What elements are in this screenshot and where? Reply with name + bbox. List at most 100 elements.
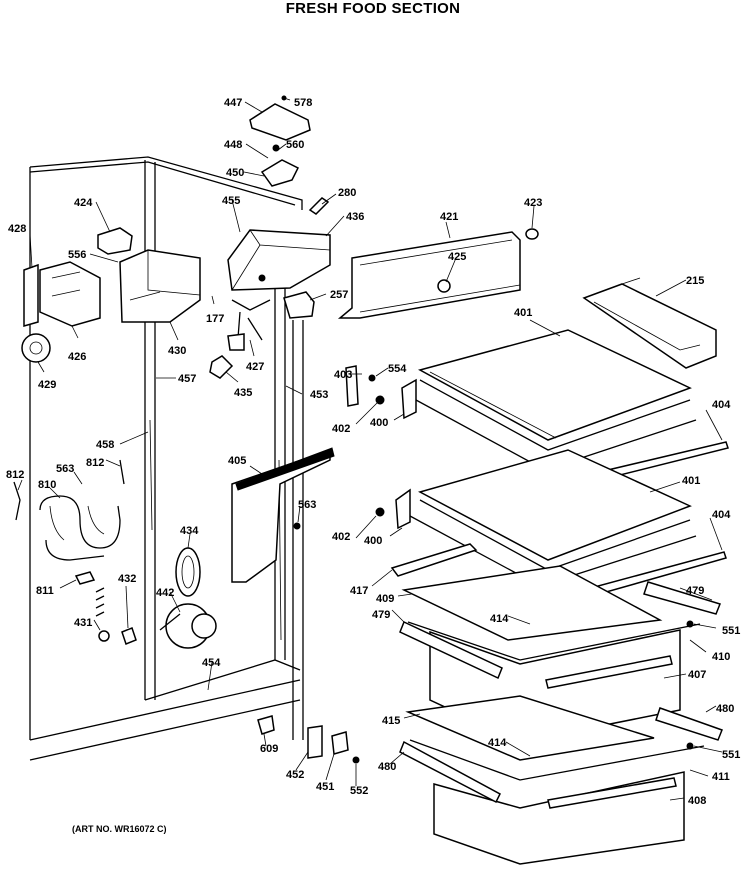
bracket-452 xyxy=(307,725,323,759)
callout-400-lower: 400 xyxy=(364,535,382,547)
bracket-428 xyxy=(23,263,39,327)
callout-560: 560 xyxy=(286,139,304,151)
callout-578: 578 xyxy=(294,97,312,109)
cabinet-liner xyxy=(29,156,304,761)
callout-423: 423 xyxy=(524,197,542,209)
fan-housing-434 xyxy=(175,547,201,597)
art-number: (ART NO. WR16072 C) xyxy=(72,824,167,834)
callout-431: 431 xyxy=(74,617,92,629)
callout-435: 435 xyxy=(234,387,252,399)
callout-215: 215 xyxy=(686,275,704,287)
callout-434: 434 xyxy=(180,525,199,537)
callout-257: 257 xyxy=(330,289,348,301)
spring-431 xyxy=(95,587,110,642)
callout-554: 554 xyxy=(388,363,407,375)
callout-408: 408 xyxy=(688,795,706,807)
callout-457: 457 xyxy=(178,373,196,385)
callout-415: 415 xyxy=(382,715,400,727)
callout-425: 425 xyxy=(448,251,466,263)
callout-401-upper: 401 xyxy=(514,307,532,319)
diagram-title: FRESH FOOD SECTION xyxy=(285,0,461,17)
part-403 xyxy=(345,365,359,407)
screw-552 xyxy=(352,756,360,764)
wire-812-left xyxy=(13,481,21,521)
callout-404-lower: 404 xyxy=(712,509,731,521)
control-housing-436 xyxy=(227,229,331,291)
knob-423 xyxy=(525,228,539,240)
callout-411: 411 xyxy=(712,771,730,783)
slide-479-left xyxy=(399,620,503,680)
spring-432 xyxy=(121,627,137,645)
slide-480-right xyxy=(655,707,723,741)
crisper-cover-409 xyxy=(401,565,663,641)
callout-448: 448 xyxy=(224,139,242,151)
callout-479-right: 479 xyxy=(686,585,704,597)
wiring-427 xyxy=(227,299,271,351)
callout-812-left: 812 xyxy=(6,469,24,481)
callout-401-lower: 401 xyxy=(682,475,700,487)
switch-426 xyxy=(39,261,101,327)
callout-424: 424 xyxy=(74,197,93,209)
callout-551-upper: 551 xyxy=(722,625,740,637)
callout-432: 432 xyxy=(118,573,136,585)
wire-812-right xyxy=(119,459,125,485)
crisper-pan-408 xyxy=(409,739,705,865)
callout-453: 453 xyxy=(310,389,328,401)
part-609 xyxy=(257,715,275,735)
screw-551-upper xyxy=(686,620,694,628)
crisper-cover-415 xyxy=(405,695,655,761)
callout-812-right: 812 xyxy=(86,457,104,469)
screw-402-lower xyxy=(375,507,385,517)
callout-811: 811 xyxy=(36,585,54,597)
callout-450: 450 xyxy=(226,167,244,179)
callout-407: 407 xyxy=(688,669,706,681)
callout-552: 552 xyxy=(350,785,368,797)
callout-447: 447 xyxy=(224,97,242,109)
callout-426: 426 xyxy=(68,351,86,363)
switch-257 xyxy=(283,291,315,319)
callout-409: 409 xyxy=(376,593,394,605)
callout-404-upper: 404 xyxy=(712,399,731,411)
clip-811 xyxy=(74,571,96,585)
callout-280: 280 xyxy=(338,187,356,199)
callout-403: 403 xyxy=(334,369,352,381)
callout-451: 451 xyxy=(316,781,334,793)
screw-551-lower xyxy=(686,742,694,750)
callout-455: 455 xyxy=(222,195,240,207)
callout-429: 429 xyxy=(38,379,56,391)
door-bin-215 xyxy=(582,277,717,369)
leader-lines xyxy=(17,97,723,801)
callout-458: 458 xyxy=(96,439,114,451)
knob-448 xyxy=(260,144,300,187)
part-280 xyxy=(308,197,330,215)
rail-417 xyxy=(390,543,478,577)
callout-177: 177 xyxy=(206,313,224,325)
motor-442 xyxy=(159,603,217,649)
callout-428: 428 xyxy=(8,223,26,235)
callout-414-upper: 414 xyxy=(490,613,509,625)
callout-414-lower: 414 xyxy=(488,737,507,749)
callout-405: 405 xyxy=(228,455,246,467)
thermostat-429 xyxy=(21,333,51,363)
callout-563-left: 563 xyxy=(56,463,74,475)
callout-556: 556 xyxy=(68,249,86,261)
heater-810 xyxy=(39,495,121,561)
callout-563-right: 563 xyxy=(298,499,316,511)
callout-609: 609 xyxy=(260,743,278,755)
callout-479-left: 479 xyxy=(372,609,390,621)
callout-417: 417 xyxy=(350,585,368,597)
callout-402-lower: 402 xyxy=(332,531,350,543)
callout-labels: 447 578 448 560 450 280 424 455 436 421 … xyxy=(6,97,740,807)
callout-410: 410 xyxy=(712,651,730,663)
callout-810: 810 xyxy=(38,479,56,491)
light-shield-edge xyxy=(235,447,335,491)
callout-400-upper: 400 xyxy=(370,417,388,429)
bracket-430 xyxy=(119,249,201,323)
callout-551-lower: 551 xyxy=(722,749,740,761)
callout-427: 427 xyxy=(246,361,264,373)
callout-442: 442 xyxy=(156,587,174,599)
callout-480-right: 480 xyxy=(716,703,734,715)
callout-430: 430 xyxy=(168,345,186,357)
screw-554 xyxy=(368,374,376,382)
